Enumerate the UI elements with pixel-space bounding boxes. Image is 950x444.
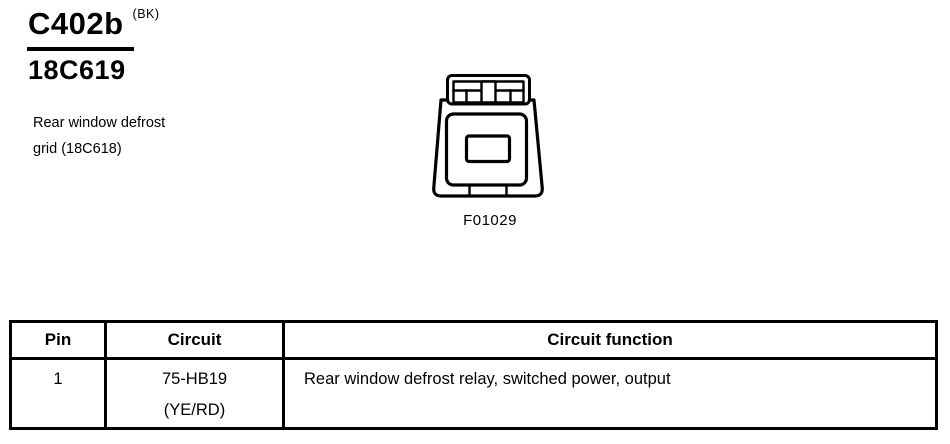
circuit-code: 75-HB19 (YE/RD) xyxy=(104,357,285,430)
circuit-code-line1: 75-HB19 xyxy=(161,370,228,388)
circuit-code-line2: (YE/RD) xyxy=(163,401,226,419)
circuit-function: Rear window defrost relay, switched powe… xyxy=(282,357,938,430)
connector-latch-window xyxy=(464,134,512,164)
connector-diagram-icon xyxy=(432,74,544,198)
connector-color-code: (BK) xyxy=(132,7,160,21)
column-header-circuit-function: Circuit function xyxy=(282,320,938,360)
connector-figure: F01029 xyxy=(422,68,558,229)
title-underline xyxy=(27,47,134,51)
part-number: 18C619 xyxy=(28,55,126,85)
connector-id: C402b xyxy=(28,6,124,41)
connector-body xyxy=(444,112,529,187)
column-header-circuit: Circuit xyxy=(104,320,285,360)
figure-label: F01029 xyxy=(463,212,517,229)
page-title: C402b (BK) xyxy=(28,5,160,42)
pin-number: 1 xyxy=(9,357,107,430)
table-row: 1 75-HB19 (YE/RD) Rear window defrost re… xyxy=(9,357,938,430)
column-header-pin: Pin xyxy=(9,320,107,360)
pinout-table: Pin Circuit Circuit function 1 75-HB19 (… xyxy=(9,320,938,430)
connector-description: Rear window defrost grid (18C618) xyxy=(33,115,166,157)
table-header-row: Pin Circuit Circuit function xyxy=(9,320,938,360)
